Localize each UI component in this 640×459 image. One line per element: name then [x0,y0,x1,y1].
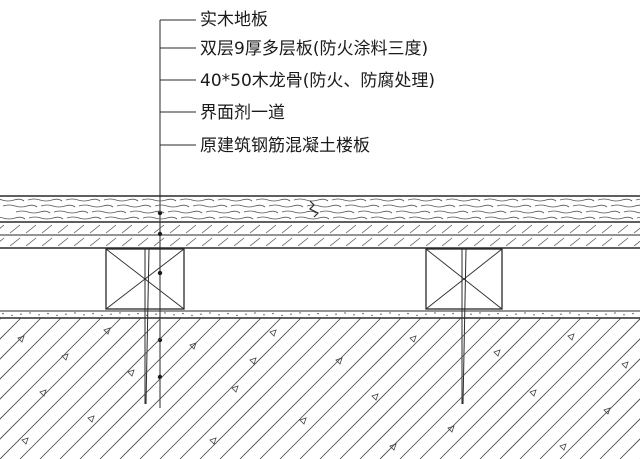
solid-wood-floor-layer [0,195,640,223]
leader-dots [157,210,163,380]
anchor-bolt-right [461,248,467,405]
break-symbol [308,200,320,218]
leader-lines [159,19,196,408]
label-concrete-slab: 原建筑钢筋混凝土楼板 [200,136,370,156]
concrete-slab [0,317,640,459]
label-wood-joist: 40*50木龙骨(防火、防腐处理) [200,71,435,91]
label-plywood-layer: 双层9厚多层板(防火涂料三度) [200,39,428,59]
anchor-bolt-left [144,248,150,405]
label-interface-agent: 界面剂一道 [200,103,285,123]
interface-agent-layer [0,310,640,317]
label-solid-wood-floor: 实木地板 [200,10,268,30]
wood-joist-right [425,248,503,310]
plywood-layer [0,224,640,249]
